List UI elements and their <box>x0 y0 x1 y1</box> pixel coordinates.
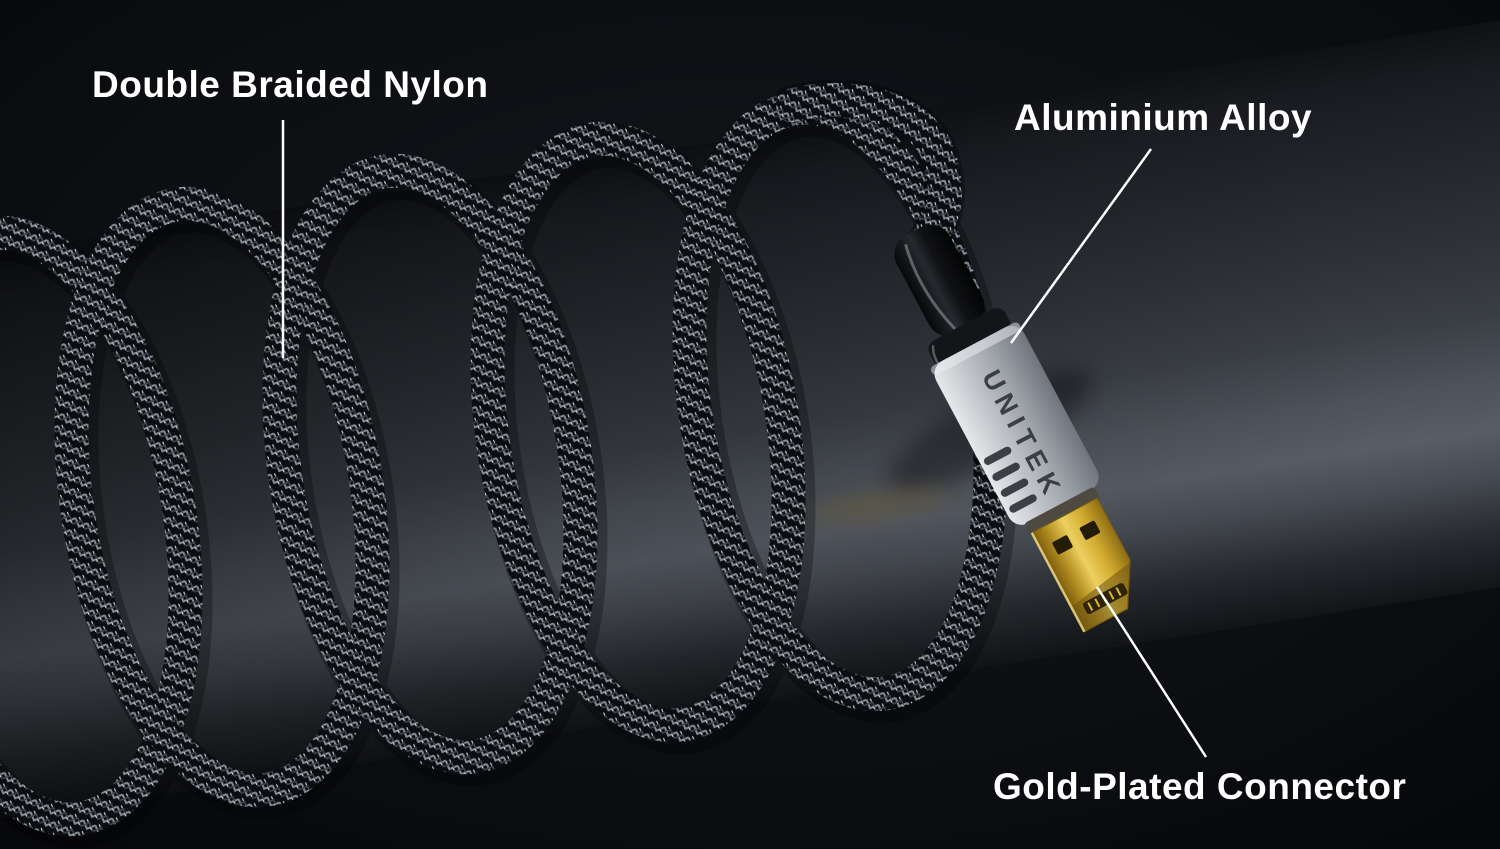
gold-neck <box>1024 487 1100 535</box>
callout-line-gold-plated <box>1095 586 1208 758</box>
callout-label-gold-plated-connector: Gold-Plated Connector <box>993 766 1407 807</box>
callout-label-double-braided-nylon: Double Braided Nylon <box>92 64 489 105</box>
cable-segment <box>776 82 963 267</box>
callout-line-aluminium-alloy <box>1009 148 1153 344</box>
connector-body-aluminium: UNITEK <box>931 322 1099 525</box>
cable-coil <box>54 186 390 808</box>
cable-coil <box>0 215 203 837</box>
gold-reflection <box>810 488 950 522</box>
grip-slots <box>983 446 1037 513</box>
latch-hole <box>1052 535 1073 555</box>
callout-label-aluminium-alloy: Aluminium Alloy <box>1014 97 1313 138</box>
latch-hole <box>1079 520 1100 540</box>
cable-coil <box>262 153 598 775</box>
connector-collar <box>928 308 1011 367</box>
strain-relief <box>894 224 985 337</box>
gold-edge-highlight <box>1030 532 1086 633</box>
cable-coil <box>470 121 806 743</box>
